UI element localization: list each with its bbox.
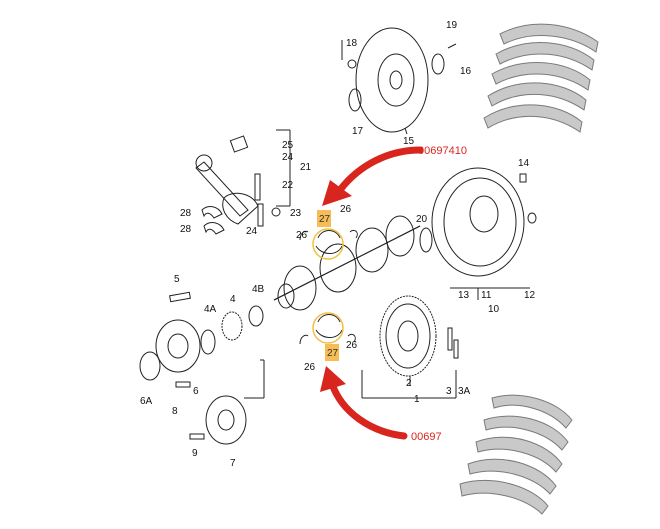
- highlight-box-top: [317, 210, 331, 227]
- label-12: 12: [524, 290, 536, 301]
- part-code-bottom: 00697: [411, 431, 442, 443]
- label-23: 23: [290, 208, 302, 219]
- label-20: 20: [416, 214, 428, 225]
- label-26-b: 26: [296, 230, 308, 241]
- label-8: 8: [172, 406, 178, 417]
- highlight-box-bottom: [325, 344, 339, 361]
- label-9: 9: [192, 448, 198, 459]
- part-code-top: 00697410: [418, 145, 467, 157]
- label-3: 3: [446, 386, 452, 397]
- red-arrow-bottom: [320, 366, 408, 440]
- main-bearing-shells: [299, 228, 358, 345]
- label-22: 22: [282, 180, 294, 191]
- label-3a: 3A: [458, 386, 471, 397]
- label-28-b: 28: [180, 224, 192, 235]
- label-24-top: 24: [282, 152, 294, 163]
- label-19: 19: [446, 20, 458, 31]
- label-26-d: 26: [304, 362, 316, 373]
- label-25: 25: [282, 140, 294, 151]
- label-14: 14: [518, 158, 530, 169]
- label-18: 18: [346, 38, 358, 49]
- label-1: 1: [414, 394, 420, 405]
- front-pulley-group: [139, 291, 264, 445]
- ring-gear: [379, 295, 459, 377]
- leader-lines: [244, 40, 530, 399]
- bearing-shells-top-photo: [483, 23, 599, 133]
- highlight-label-bottom: 27: [327, 348, 339, 359]
- label-11: 11: [481, 290, 492, 301]
- label-26-c: 26: [346, 340, 358, 351]
- label-5: 5: [174, 274, 180, 285]
- label-16: 16: [460, 66, 472, 77]
- label-24-bottom: 24: [246, 226, 258, 237]
- label-21: 21: [300, 162, 312, 173]
- highlight-label-top: 27: [319, 214, 331, 225]
- part-number-labels: 1 2 3 3A 4 4A 4B 5 6 6A 7 8 9 10 11 12 1…: [140, 20, 536, 469]
- label-4: 4: [230, 294, 236, 305]
- label-6: 6: [193, 386, 199, 397]
- label-4a: 4A: [204, 304, 217, 315]
- red-arrow-top: [322, 146, 424, 206]
- label-7: 7: [230, 458, 236, 469]
- label-4b: 4B: [252, 284, 265, 295]
- label-10: 10: [488, 304, 500, 315]
- flywheel-assembly: [419, 167, 537, 277]
- drive-plate-assembly: [347, 27, 457, 135]
- label-15: 15: [403, 136, 415, 147]
- label-6a: 6A: [140, 396, 153, 407]
- crankshaft: [273, 215, 421, 311]
- label-13: 13: [458, 290, 470, 301]
- label-26-a: 26: [340, 204, 352, 215]
- label-2: 2: [406, 378, 412, 389]
- connecting-rod-assembly: [195, 129, 291, 235]
- label-28-a: 28: [180, 208, 192, 219]
- bearing-shells-bottom-photo: [459, 394, 573, 515]
- label-17: 17: [352, 126, 364, 137]
